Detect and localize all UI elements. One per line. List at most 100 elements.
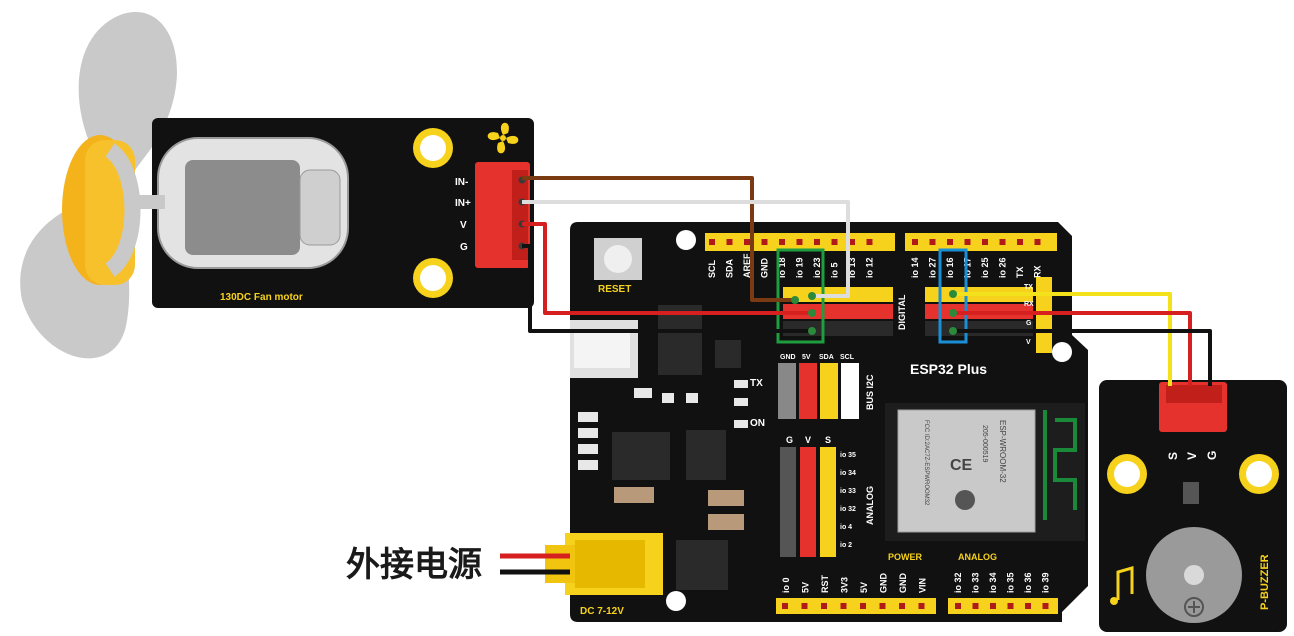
wire-brown bbox=[522, 176, 795, 302]
tx-led-label: TX bbox=[750, 378, 763, 389]
power-pin-label: GND bbox=[898, 573, 908, 594]
analog-pin-label: io 33 bbox=[840, 488, 856, 495]
top-pin-label: io 25 bbox=[980, 257, 990, 278]
module-fcc: FCC ID:2AC7Z-ESPWROOM32 bbox=[923, 420, 929, 506]
fan-pin-v: V bbox=[460, 220, 467, 231]
header-pin bbox=[849, 239, 855, 245]
music-note-icon bbox=[1116, 566, 1134, 600]
i2c-sda-label: SDA bbox=[819, 354, 834, 361]
header-pin bbox=[814, 239, 820, 245]
top-pin-label: io 14 bbox=[910, 257, 920, 278]
analog-pin-label: io 32 bbox=[840, 506, 856, 513]
top-pin-label: io 16 bbox=[945, 257, 955, 278]
analog-bottom-pin-label: io 32 bbox=[953, 572, 963, 593]
power-pin bbox=[879, 603, 886, 609]
header-pin bbox=[761, 239, 768, 245]
buzzer-module bbox=[1099, 380, 1287, 632]
top-pin-label: SDA bbox=[725, 258, 735, 278]
power-pin bbox=[782, 603, 788, 609]
header-pin bbox=[866, 239, 873, 245]
analog-g-label: G bbox=[786, 435, 793, 445]
top-pin-label: SCL bbox=[707, 259, 717, 278]
header-pin bbox=[709, 239, 715, 245]
analog-bottom-pin bbox=[1042, 603, 1049, 609]
power-pin-label: VIN bbox=[918, 578, 928, 593]
header-pin bbox=[929, 239, 936, 245]
header-pin bbox=[999, 239, 1006, 245]
top-pin-label: GND bbox=[760, 258, 770, 279]
header-pin bbox=[1034, 239, 1041, 245]
analog-bottom-pin bbox=[955, 603, 961, 609]
top-pin-label: io 23 bbox=[812, 257, 822, 278]
top-pin-label: io 27 bbox=[928, 257, 938, 278]
buzzer-pin-v: V bbox=[1185, 452, 1199, 460]
module-model: ESP-WROOM-32 bbox=[998, 420, 1007, 483]
dc-jack bbox=[545, 533, 663, 595]
wire-red-fan bbox=[522, 222, 812, 315]
header-pin bbox=[796, 239, 803, 245]
analog-v-label: V bbox=[805, 435, 811, 445]
power-pin bbox=[899, 603, 905, 609]
power-pin-label: 5V bbox=[859, 582, 869, 593]
uart-tx-label: TX bbox=[1024, 284, 1033, 291]
i2c-header bbox=[778, 363, 859, 419]
header-pin bbox=[982, 239, 988, 245]
analog-pin-label: io 34 bbox=[840, 470, 856, 477]
top-pin-label: io 26 bbox=[998, 257, 1008, 278]
analog-header bbox=[780, 447, 836, 557]
analog-bottom-pin-label: io 36 bbox=[1023, 572, 1033, 593]
analog-title: ANALOG bbox=[865, 486, 875, 525]
power-pin-label: 3V3 bbox=[840, 577, 850, 593]
wire-black-buzzer bbox=[953, 329, 1212, 386]
buzzer-plus-icon bbox=[1184, 597, 1204, 617]
buzzer-pin-s: S bbox=[1166, 452, 1180, 460]
analog-bottom-pin-label: io 33 bbox=[971, 572, 981, 593]
module-number: 205-000519 bbox=[981, 425, 988, 462]
power-pin bbox=[840, 603, 847, 609]
analog-pin-label: io 2 bbox=[840, 542, 852, 549]
esp32-module: CE bbox=[885, 403, 1085, 541]
analog-bottom-pin bbox=[1007, 603, 1014, 609]
top-header-right bbox=[905, 233, 1057, 251]
power-pin bbox=[821, 603, 827, 609]
svg-text:CE: CE bbox=[950, 457, 973, 474]
header-pin bbox=[744, 239, 750, 245]
analog-bottom-pin bbox=[972, 603, 979, 609]
fan-module-name: 130DC Fan motor bbox=[220, 292, 303, 303]
i2c-title: BUS I2C bbox=[865, 374, 875, 410]
analog-bottom-pin-label: io 34 bbox=[988, 572, 998, 593]
header-pin bbox=[831, 239, 838, 245]
wire-white bbox=[522, 200, 850, 298]
fan-propeller-icon bbox=[20, 12, 177, 359]
top-pin-label: io 5 bbox=[830, 262, 840, 278]
buzzer-pin-g: G bbox=[1205, 451, 1219, 460]
board-name: ESP32 Plus bbox=[910, 361, 987, 377]
i2c-gnd-label: GND bbox=[780, 354, 796, 361]
header-pin bbox=[1017, 239, 1023, 245]
header-pin bbox=[947, 239, 953, 245]
fan-pin-in-minus: IN- bbox=[455, 177, 468, 188]
power-pin-label: GND bbox=[879, 573, 889, 594]
dc-label: DC 7-12V bbox=[580, 606, 624, 617]
analog-pin-label: io 35 bbox=[840, 452, 856, 459]
power-pin-label: 5V bbox=[801, 582, 811, 593]
on-led-label: ON bbox=[750, 418, 765, 429]
digital-label: DIGITAL bbox=[897, 294, 907, 330]
buzzer-name: P-BUZZER bbox=[1259, 554, 1271, 610]
power-pin-label: io 0 bbox=[781, 577, 791, 593]
power-pin bbox=[918, 603, 925, 609]
uart-v-label: V bbox=[1026, 339, 1031, 346]
top-pin-label: io 13 bbox=[847, 257, 857, 278]
wire-yellow-buzzer bbox=[953, 292, 1172, 386]
top-pin-label: io 19 bbox=[795, 257, 805, 278]
uart-g-label: G bbox=[1026, 320, 1032, 327]
power-header bbox=[776, 598, 1058, 614]
top-pin-label: io 18 bbox=[777, 257, 787, 278]
fan-pin-in-plus: IN+ bbox=[455, 198, 471, 209]
wires bbox=[500, 176, 1212, 575]
fan-pin-g: G bbox=[460, 242, 468, 253]
header-pin bbox=[912, 239, 918, 245]
i2c-scl-label: SCL bbox=[840, 354, 855, 361]
